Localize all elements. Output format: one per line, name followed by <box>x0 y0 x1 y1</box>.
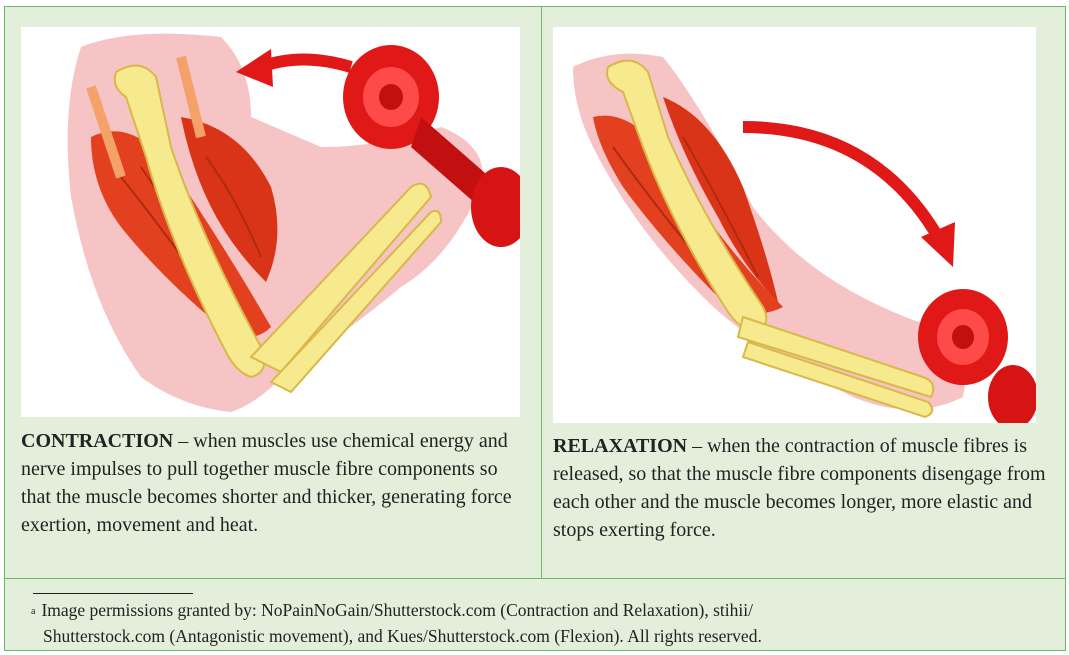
flexion-arrow <box>261 60 351 68</box>
footnote: a Image permissions granted by: NoPainNoG… <box>31 597 1051 649</box>
footnote-rule <box>33 593 193 594</box>
figure-box: CONTRACTION – when muscles use chemical … <box>4 6 1066 651</box>
footnote-marker: a <box>31 606 35 617</box>
relaxation-term: RELAXATION <box>553 435 687 457</box>
contraction-caption: CONTRACTION – when muscles use chemical … <box>21 427 531 539</box>
relaxation-illustration <box>553 27 1036 423</box>
footnote-line-1: Image permissions granted by: NoPainNoGa… <box>41 600 753 620</box>
extension-arrow <box>743 127 938 237</box>
footnote-divider <box>5 578 1065 579</box>
relaxation-caption: RELAXATION – when the contraction of mus… <box>553 432 1053 544</box>
contraction-illustration <box>21 27 520 417</box>
contraction-term: CONTRACTION <box>21 430 173 452</box>
column-divider <box>541 7 542 578</box>
footnote-line-2: Shutterstock.com (Antagonistic movement)… <box>31 623 1051 649</box>
